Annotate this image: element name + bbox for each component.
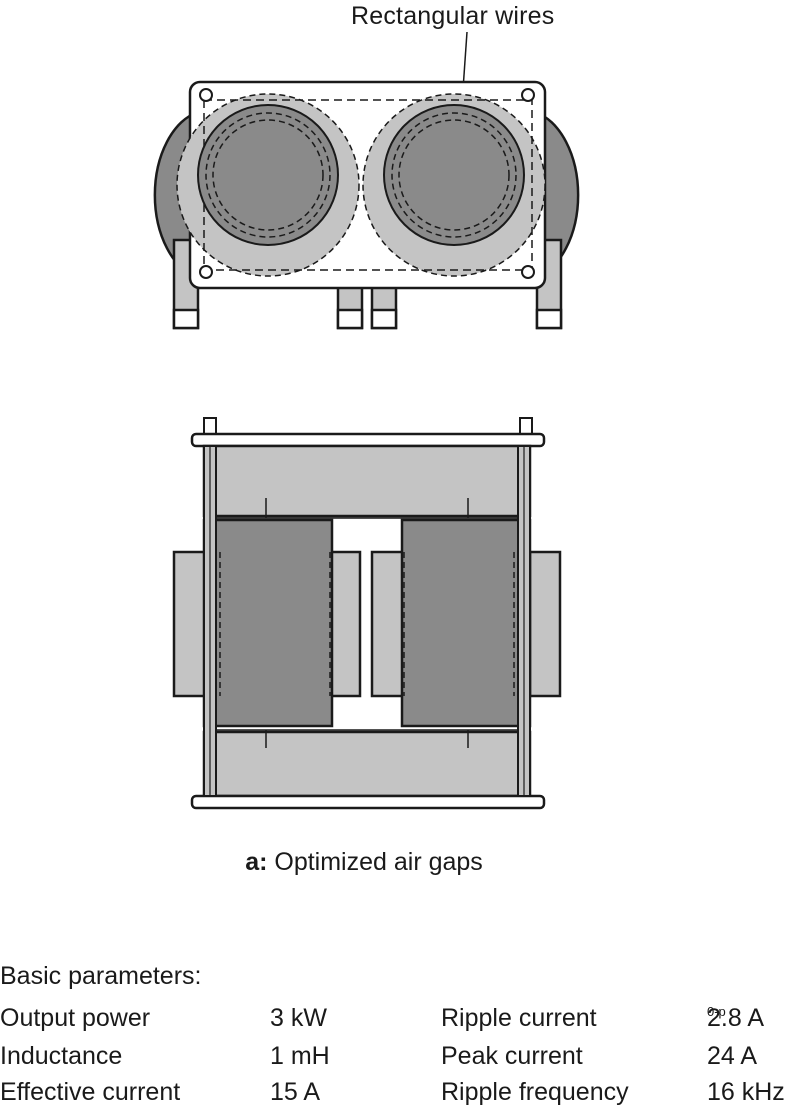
param-name: Inductance xyxy=(0,1042,123,1070)
screw-icon xyxy=(521,88,535,102)
bolt-head-left xyxy=(203,417,217,435)
param-name: Ripple frequency xyxy=(441,1078,629,1106)
caption-prefix: a: xyxy=(245,848,268,876)
param-name: Effective current xyxy=(0,1078,181,1106)
upper-yoke xyxy=(202,444,532,518)
param-name: Output power xyxy=(0,1004,151,1032)
winding-side-right-inner xyxy=(370,550,406,698)
param-name: Peak current xyxy=(441,1042,583,1070)
param-value: 16 kHz xyxy=(707,1078,785,1106)
figure-caption: a: Optimized air gaps xyxy=(0,848,728,877)
winding-side-right-outer xyxy=(528,550,562,698)
param-name: Ripple current xyxy=(441,1004,597,1032)
inductor-drawing xyxy=(153,31,580,810)
bolt-head-right xyxy=(519,417,533,435)
param-value: 3 kW xyxy=(270,1004,327,1032)
bottom-clamp-bar xyxy=(190,794,546,810)
winding-side-left-inner xyxy=(328,550,362,698)
param-value: 24 A xyxy=(707,1042,758,1070)
callout-label: Rectangular wires xyxy=(351,2,555,30)
screw-icon xyxy=(199,265,213,279)
param-value: 1 mH xyxy=(270,1042,330,1070)
param-subscript: 0-p xyxy=(707,1004,726,1019)
right-leg xyxy=(400,518,532,728)
screw-icon xyxy=(521,265,535,279)
top-clamp-bar xyxy=(190,432,546,448)
screw-icon xyxy=(199,88,213,102)
lower-yoke xyxy=(202,730,532,798)
left-leg xyxy=(202,518,334,728)
param-value: 15 A xyxy=(270,1078,321,1106)
parameters-heading: Basic parameters: xyxy=(0,962,202,990)
top-view xyxy=(153,31,580,330)
parameter-row: Effective current 15 A Ripple frequency … xyxy=(0,1078,800,1114)
caption-text: Optimized air gaps xyxy=(274,848,483,876)
parameter-row: Inductance 1 mH Peak current 24 A xyxy=(0,1042,800,1078)
side-view xyxy=(172,417,562,810)
